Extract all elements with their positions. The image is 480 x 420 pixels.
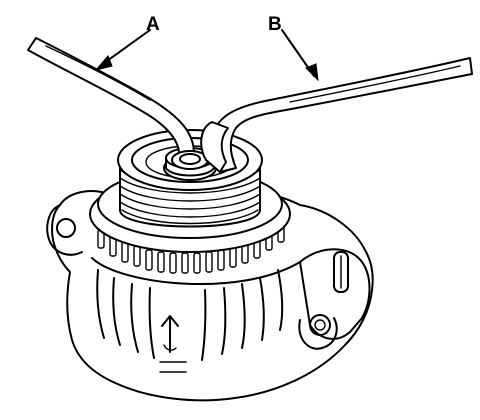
wrench-b <box>200 57 473 173</box>
housing-fins <box>96 269 284 361</box>
callout-b-label: B <box>268 14 282 35</box>
left-mount-hole <box>56 218 76 238</box>
callout-b: B <box>268 14 319 82</box>
callout-a: A <box>94 14 160 71</box>
terminal-slot <box>333 251 349 293</box>
wrench-a <box>27 37 209 170</box>
right-mount-hole <box>309 314 331 336</box>
callout-a-label: A <box>146 14 160 35</box>
